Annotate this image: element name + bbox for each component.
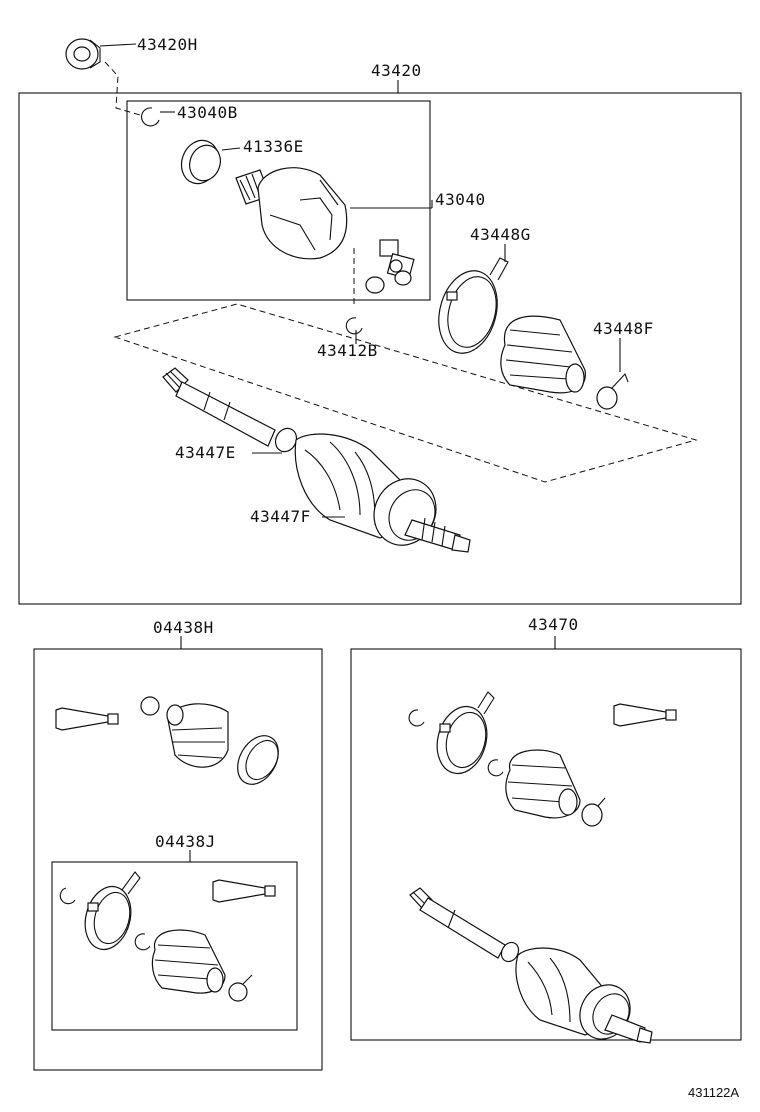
boot-clamp-43448F <box>596 372 629 410</box>
label-43447F: 43447F <box>250 507 311 526</box>
label-43040: 43040 <box>435 190 486 209</box>
ring-04438J <box>134 933 151 951</box>
band-04438H <box>237 735 279 785</box>
clamp-04438J <box>84 871 141 951</box>
frame-43040 <box>126 100 431 301</box>
diagram-id: 431122A <box>688 1085 739 1100</box>
label-43420: 43420 <box>371 61 422 80</box>
drive-shaft-43470 <box>409 887 653 1044</box>
snap-ring-43412B <box>345 317 363 335</box>
label-43040B: 43040B <box>177 103 238 122</box>
snap-ring-43040B <box>141 107 160 127</box>
ring-43470 <box>487 759 504 777</box>
label-43420H: 43420H <box>137 35 198 54</box>
boot-04438J <box>151 929 226 994</box>
label-04438J: 04438J <box>155 832 216 851</box>
label-41336E: 41336E <box>243 137 304 156</box>
clamp-43470 <box>436 691 495 775</box>
inboard-boot <box>500 315 586 394</box>
grease-tube-04438H <box>55 707 119 731</box>
boot-43470 <box>505 749 581 819</box>
snap-ring-43470 <box>408 709 425 727</box>
dashed-outline-shaft <box>113 303 698 483</box>
ring-04438H <box>140 696 160 716</box>
boot-band-41336E <box>180 139 221 185</box>
label-43447E: 43447E <box>175 443 236 462</box>
label-43470: 43470 <box>528 615 579 634</box>
frame-04438H <box>33 648 323 1071</box>
label-43448G: 43448G <box>470 225 531 244</box>
clip-43470 <box>581 797 606 827</box>
clip-04438J <box>228 974 253 1002</box>
snap-ring-04438J <box>59 887 76 905</box>
label-04438H: 04438H <box>153 618 214 637</box>
drive-shaft-assembly <box>162 367 471 553</box>
grease-tube-43470 <box>613 703 677 727</box>
label-43448F: 43448F <box>593 319 654 338</box>
frame-43420 <box>18 92 742 605</box>
oil-seal-43420H <box>65 38 101 70</box>
boot-clamp-43448G <box>438 257 509 354</box>
boot-04438H <box>166 703 229 768</box>
inboard-joint-housing <box>235 167 348 260</box>
label-43412B: 43412B <box>317 341 378 360</box>
tripod-joint <box>365 239 415 294</box>
frame-43470 <box>350 648 742 1041</box>
frame-04438J <box>51 861 298 1031</box>
grease-tube-04438J <box>212 879 276 903</box>
